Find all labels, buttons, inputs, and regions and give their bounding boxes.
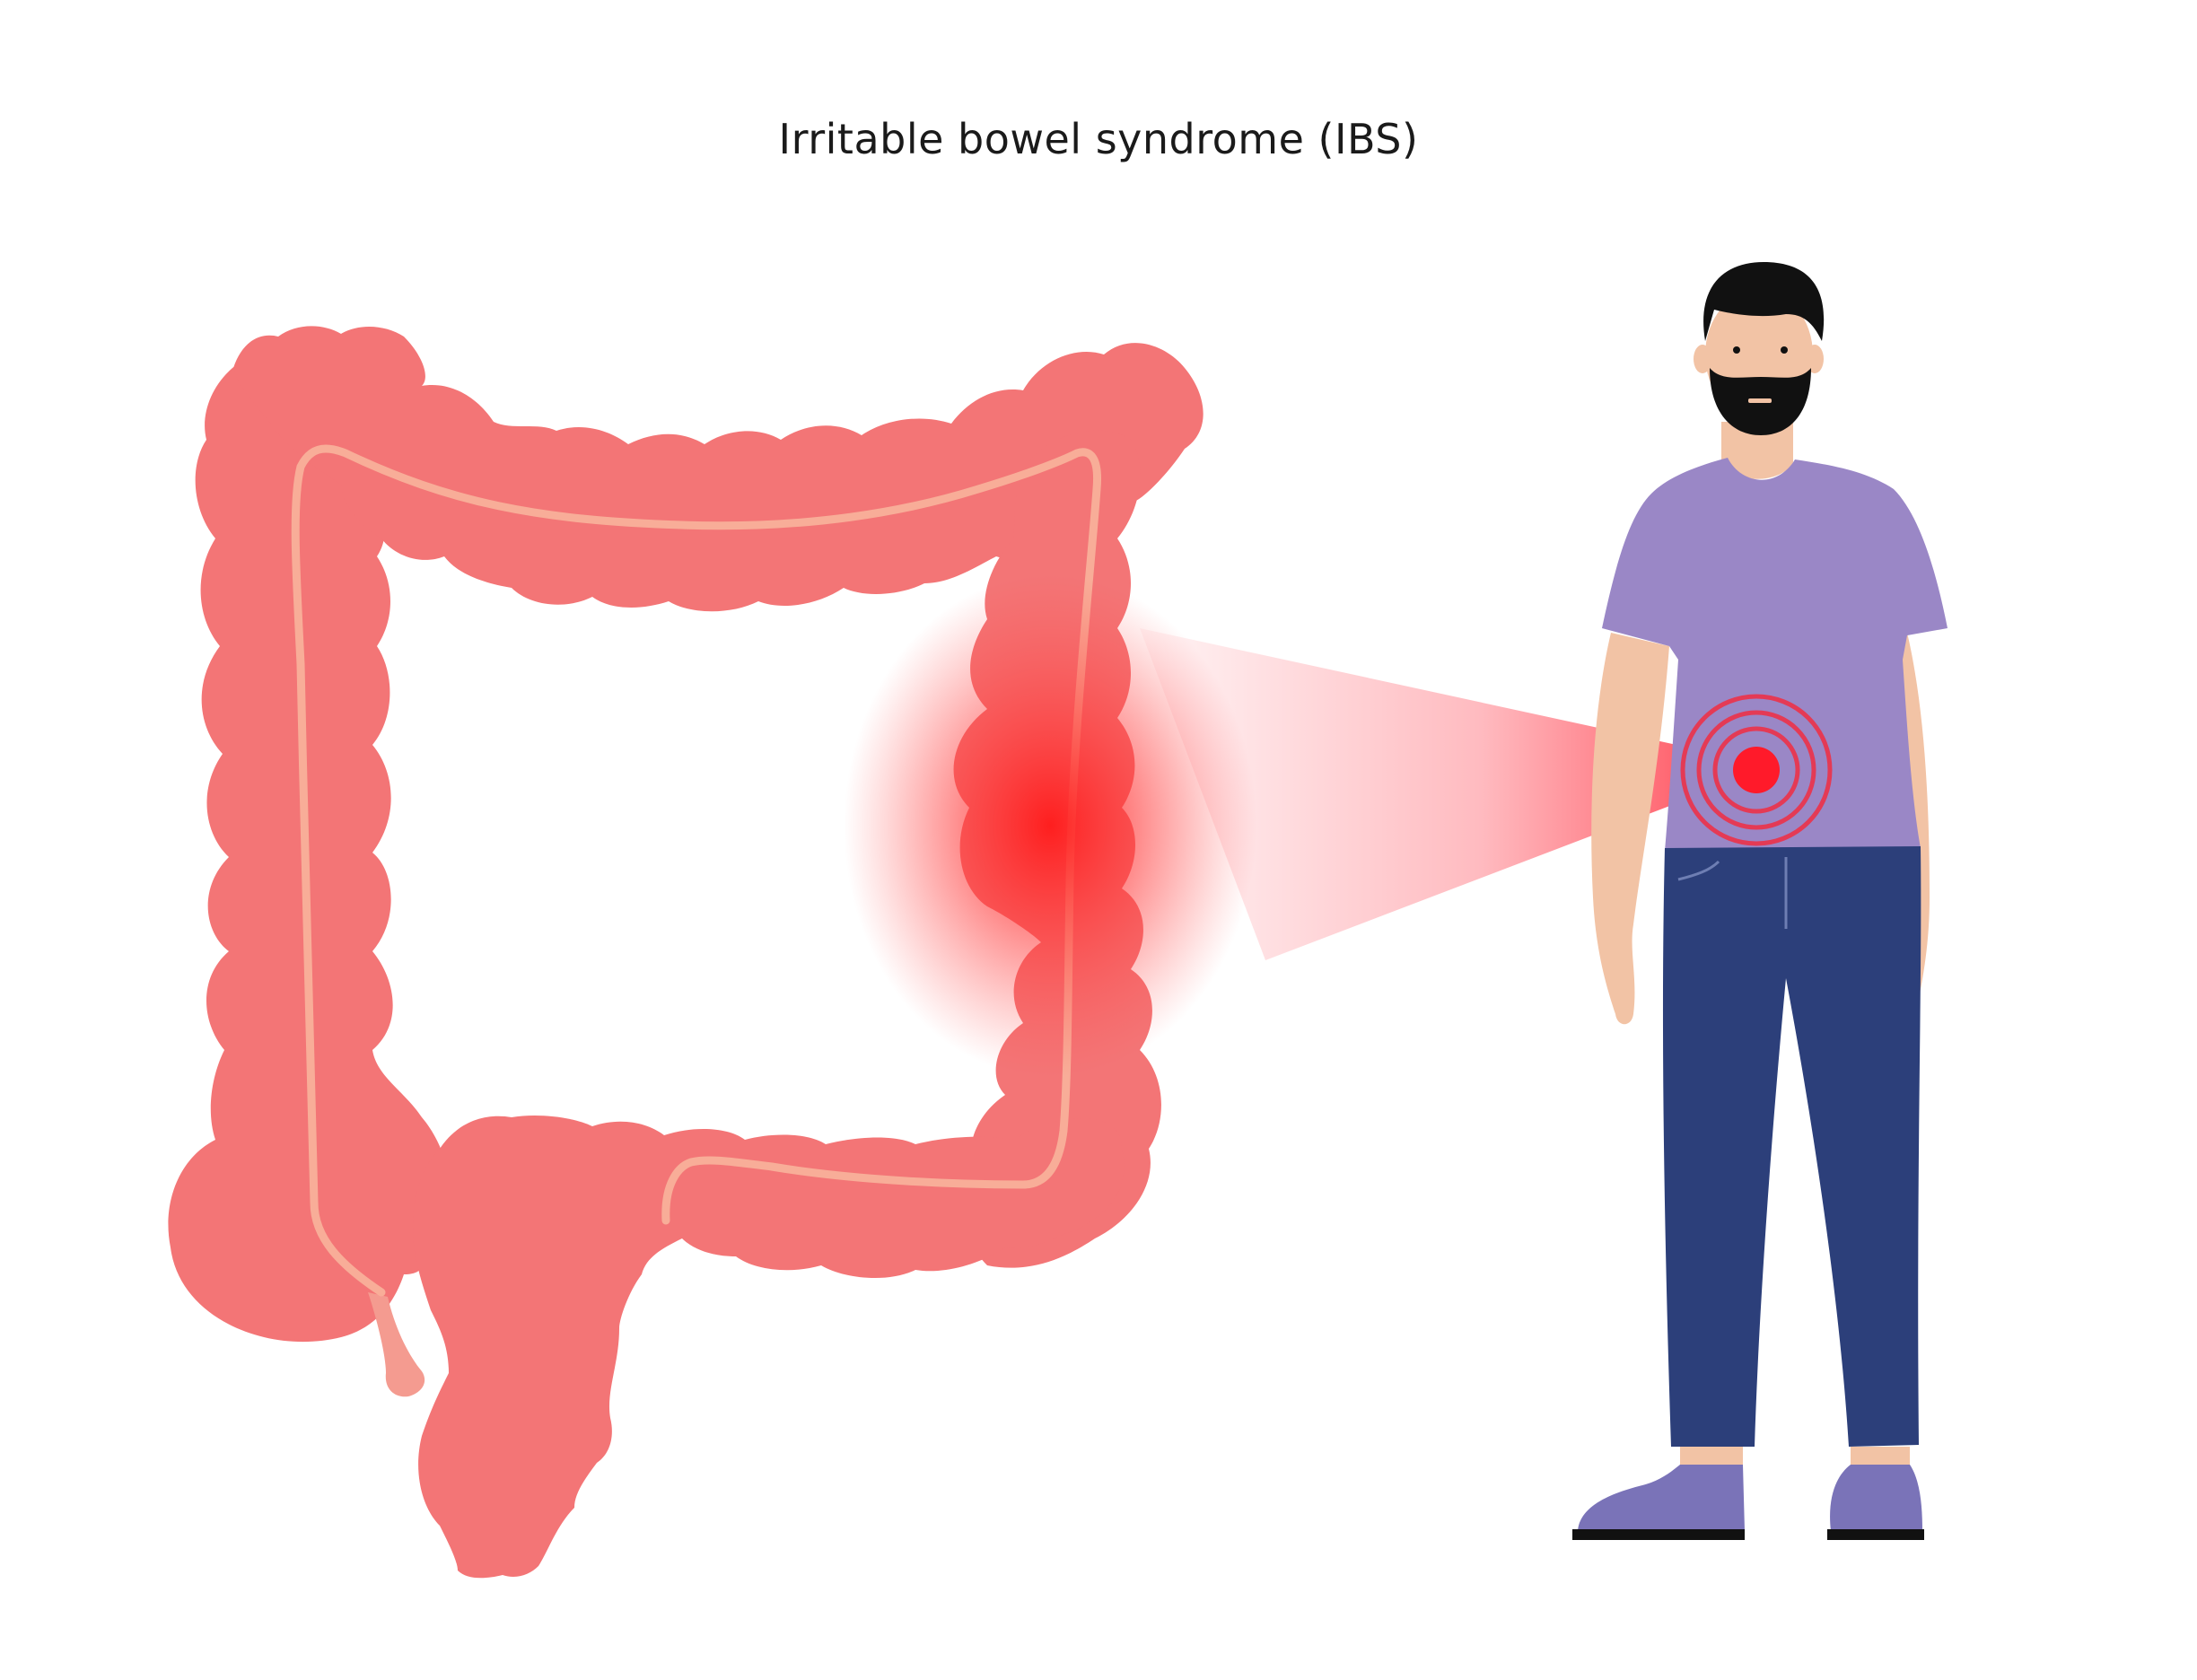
- pain-target-icon: [1680, 694, 1833, 846]
- left-eye: [1733, 346, 1740, 354]
- right-eye: [1781, 346, 1788, 354]
- appendix: [368, 1292, 425, 1397]
- left-sole: [1572, 1529, 1745, 1540]
- right-ear: [1806, 345, 1824, 373]
- left-ear: [1694, 345, 1711, 373]
- left-arm: [1591, 633, 1669, 1025]
- man-figure: [1572, 262, 1948, 1540]
- jeans-seam: [1677, 857, 1788, 929]
- pain-pointer-beam: [1140, 628, 1759, 960]
- pain-point: [1733, 747, 1780, 793]
- colon-inner-line: [291, 444, 1102, 1297]
- sigmoid-colon: [413, 1116, 1125, 1579]
- neck: [1721, 422, 1793, 479]
- mouth: [1748, 398, 1772, 403]
- hair: [1703, 262, 1825, 341]
- left-shoe: [1578, 1465, 1745, 1531]
- diagram-title: Irritable bowel syndrome (IBS): [778, 115, 1419, 163]
- right-shoe: [1830, 1465, 1922, 1531]
- jeans: [1662, 846, 1921, 1447]
- t-shirt: [1602, 458, 1948, 851]
- transverse-colon: [233, 326, 1204, 612]
- inflammation-glow: [844, 574, 1256, 1077]
- right-sole: [1827, 1529, 1924, 1540]
